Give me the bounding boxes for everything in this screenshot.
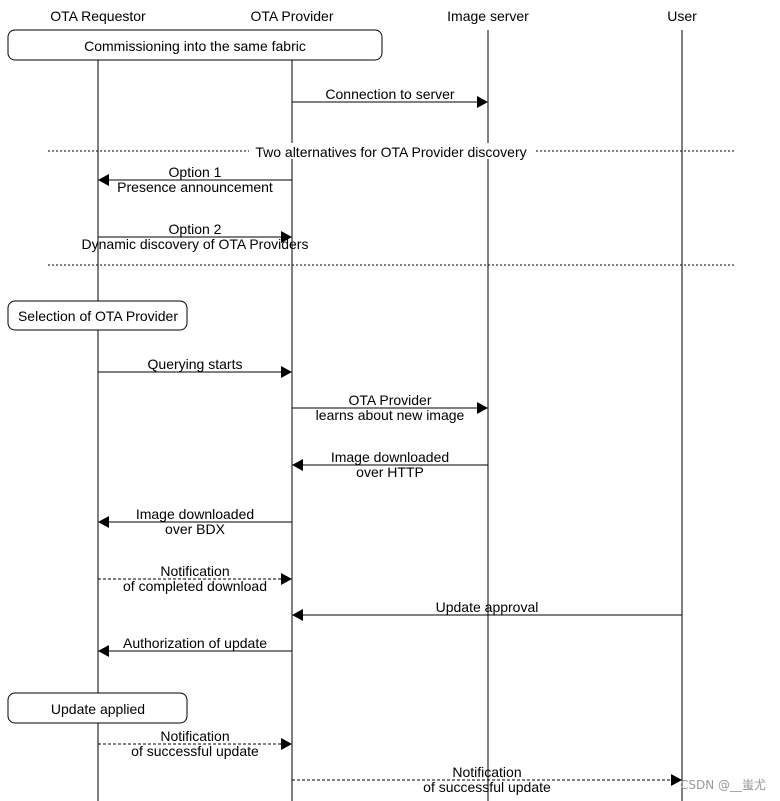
note-commissioning-label: Commissioning into the same fabric (84, 38, 306, 54)
message-label-bdx: Image downloaded (136, 506, 254, 522)
participant-image-server: Image server (447, 8, 529, 24)
watermark: CSDN @__蚩尤 (679, 778, 766, 792)
arrowhead-icon (281, 573, 292, 585)
message-label-querying: Querying starts (148, 356, 243, 372)
separator-label-bg (249, 143, 534, 159)
message-label-connection: Connection to server (325, 86, 455, 102)
message-label-authorization: Authorization of update (123, 635, 267, 651)
participant-ota-provider: OTA Provider (251, 8, 334, 24)
arrowhead-icon (292, 609, 303, 621)
arrowhead-icon (281, 366, 292, 378)
note-selection-box (7, 300, 188, 331)
arrowhead-icon (477, 96, 488, 108)
arrowhead-icon (477, 402, 488, 414)
message-label-completed: of completed download (123, 578, 267, 594)
message-label-learns: learns about new image (316, 407, 465, 423)
arrowhead-icon (281, 738, 292, 750)
arrowhead-icon (671, 774, 682, 786)
note-update-applied-box (7, 692, 188, 724)
note-update-applied-label: Update applied (51, 701, 145, 717)
message-label-completed: Notification (160, 563, 229, 579)
message-label-option1: Presence announcement (117, 179, 273, 195)
arrowhead-icon (281, 231, 292, 243)
participant-ota-requestor: OTA Requestor (50, 8, 146, 24)
message-label-http: Image downloaded (331, 449, 449, 465)
arrowhead-icon (292, 459, 303, 471)
arrowhead-icon (98, 645, 109, 657)
message-label-bdx: over BDX (165, 521, 226, 537)
message-label-success1: of successful update (131, 743, 259, 759)
message-label-success2: of successful update (423, 779, 551, 795)
message-label-approval: Update approval (436, 599, 539, 615)
note-commissioning-box (7, 29, 383, 61)
message-label-success1: Notification (160, 728, 229, 744)
arrowhead-icon (98, 174, 109, 186)
arrowhead-icon (98, 516, 109, 528)
message-label-http: over HTTP (356, 464, 424, 480)
message-label-success2: Notification (452, 764, 521, 780)
message-label-option2: Dynamic discovery of OTA Providers (82, 236, 309, 252)
separator-label: Two alternatives for OTA Provider discov… (255, 144, 526, 160)
message-label-option1: Option 1 (169, 164, 222, 180)
note-selection-label: Selection of OTA Provider (18, 308, 178, 324)
participant-user: User (667, 8, 697, 24)
message-label-option2: Option 2 (169, 221, 222, 237)
message-label-learns: OTA Provider (349, 392, 432, 408)
